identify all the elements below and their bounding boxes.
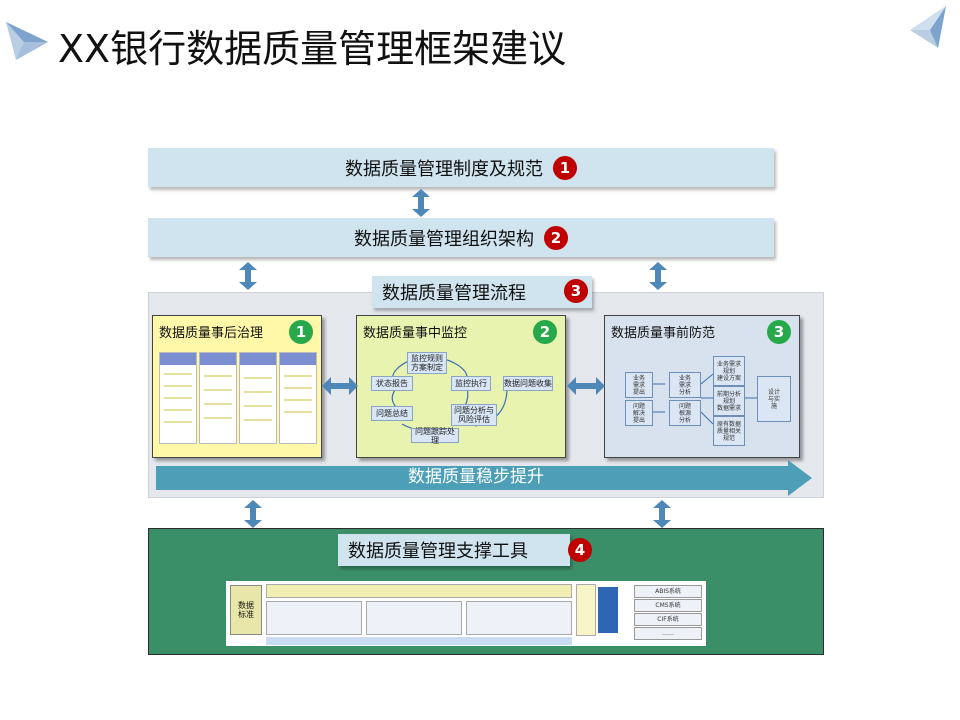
prevent-col3-tile-3: 原有数据 质量相关 规范 xyxy=(713,416,745,446)
node-review: 问题总结 xyxy=(371,406,413,421)
tools-bottom-band xyxy=(266,637,572,645)
double-arrow-org-process-right xyxy=(649,262,667,290)
tools-connector-block xyxy=(598,587,618,633)
double-arrow-process-tools-right xyxy=(653,500,671,528)
prevent-col1-tile-2: 问题 解决 提出 xyxy=(625,400,653,426)
corner-decoration-left xyxy=(6,22,48,60)
org-bar-label: 数据质量管理组织架构 xyxy=(354,228,534,250)
improvement-arrow xyxy=(156,460,812,496)
double-arrow-post-mid xyxy=(322,377,358,395)
mid-monitoring-title: 数据质量事中监控 xyxy=(363,326,468,341)
post-governance-panel: 数据质量事后治理 1 xyxy=(152,315,322,458)
node-report: 状态报告 xyxy=(371,376,413,391)
mid-monitoring-badge: 2 xyxy=(533,320,557,344)
improvement-label: 数据质量稳步提升 xyxy=(408,467,544,487)
tools-system-tile-1: ABIS系统 xyxy=(634,585,702,598)
tools-system-tile-4: …… xyxy=(634,627,702,640)
double-arrow-process-tools-left xyxy=(244,500,262,528)
node-set-rules: 监控规则 方案制定 xyxy=(407,352,447,374)
tools-mid-block xyxy=(576,584,596,636)
prevent-col1-tile-1: 业务 需求 提出 xyxy=(625,372,653,398)
process-number-badge: 3 xyxy=(564,279,588,303)
tools-bar-label: 数据质量管理支撑工具 xyxy=(348,541,528,562)
prevent-col2-tile-1: 业务 需求 分析 xyxy=(669,372,701,398)
tools-grid-1 xyxy=(266,601,362,635)
tools-grid-2 xyxy=(366,601,462,635)
policy-number-badge: 1 xyxy=(553,155,577,180)
tools-left-block: 数据 标准 xyxy=(230,585,262,635)
node-analyze: 问题分析与 风险评估 xyxy=(451,404,497,426)
node-collect: 数据问题收集 xyxy=(503,376,553,391)
prevention-flow-arrows xyxy=(651,373,757,425)
pre-prevention-title: 数据质量事前防范 xyxy=(611,326,716,341)
page-title: XX银行数据质量管理框架建议 xyxy=(58,27,567,71)
pre-prevention-badge: 3 xyxy=(767,320,791,344)
post-governance-badge: 1 xyxy=(289,320,313,344)
prevent-col3-tile-2: 前期分析 规划 数据需求 xyxy=(713,386,745,416)
org-number-badge: 2 xyxy=(544,225,568,250)
process-bar-label: 数据质量管理流程 xyxy=(382,283,526,304)
prevent-col2-tile-2: 问题 根源 分析 xyxy=(669,400,701,426)
node-fix: 问题跟踪处理 xyxy=(411,427,459,445)
node-execute: 监控执行 xyxy=(451,376,491,391)
org-bar: 数据质量管理组织架构 2 xyxy=(148,218,774,257)
double-arrow-org-process-left xyxy=(239,262,257,290)
tools-architecture-image: 数据 标准 ABIS系统 CMS系统 CIF系统 …… xyxy=(226,581,706,646)
prevent-col3-tile-1: 业务需求 规划 建设方案 xyxy=(713,356,745,386)
tools-grid-3 xyxy=(466,601,572,635)
post-column-4 xyxy=(279,352,317,444)
mid-monitoring-panel: 数据质量事中监控 2 监控规则 方案制定 监控执行 数据问题收集 状态报告 问题… xyxy=(356,315,566,458)
tools-system-tile-3: CIF系统 xyxy=(634,613,702,626)
process-bar: 数据质量管理流程 xyxy=(372,276,592,308)
post-column-2 xyxy=(199,352,237,444)
post-governance-title: 数据质量事后治理 xyxy=(159,326,264,341)
tools-system-tile-2: CMS系统 xyxy=(634,599,702,612)
policy-bar: 数据质量管理制度及规范 1 xyxy=(148,148,774,187)
double-arrow-policy-org xyxy=(412,189,430,217)
post-column-3 xyxy=(239,352,277,444)
double-arrow-mid-pre xyxy=(567,377,605,395)
tools-bar: 数据质量管理支撑工具 xyxy=(338,534,570,566)
prevent-col4-tile: 设计 与实 施 xyxy=(757,376,791,422)
tools-top-band xyxy=(266,584,572,598)
policy-bar-label: 数据质量管理制度及规范 xyxy=(345,158,543,180)
tools-number-badge: 4 xyxy=(568,538,592,562)
corner-decoration-right xyxy=(910,6,946,48)
post-column-1 xyxy=(159,352,197,444)
pre-prevention-panel: 数据质量事前防范 3 业务 需求 提出 问题 解决 提出 业务 需求 分析 问题… xyxy=(604,315,800,458)
